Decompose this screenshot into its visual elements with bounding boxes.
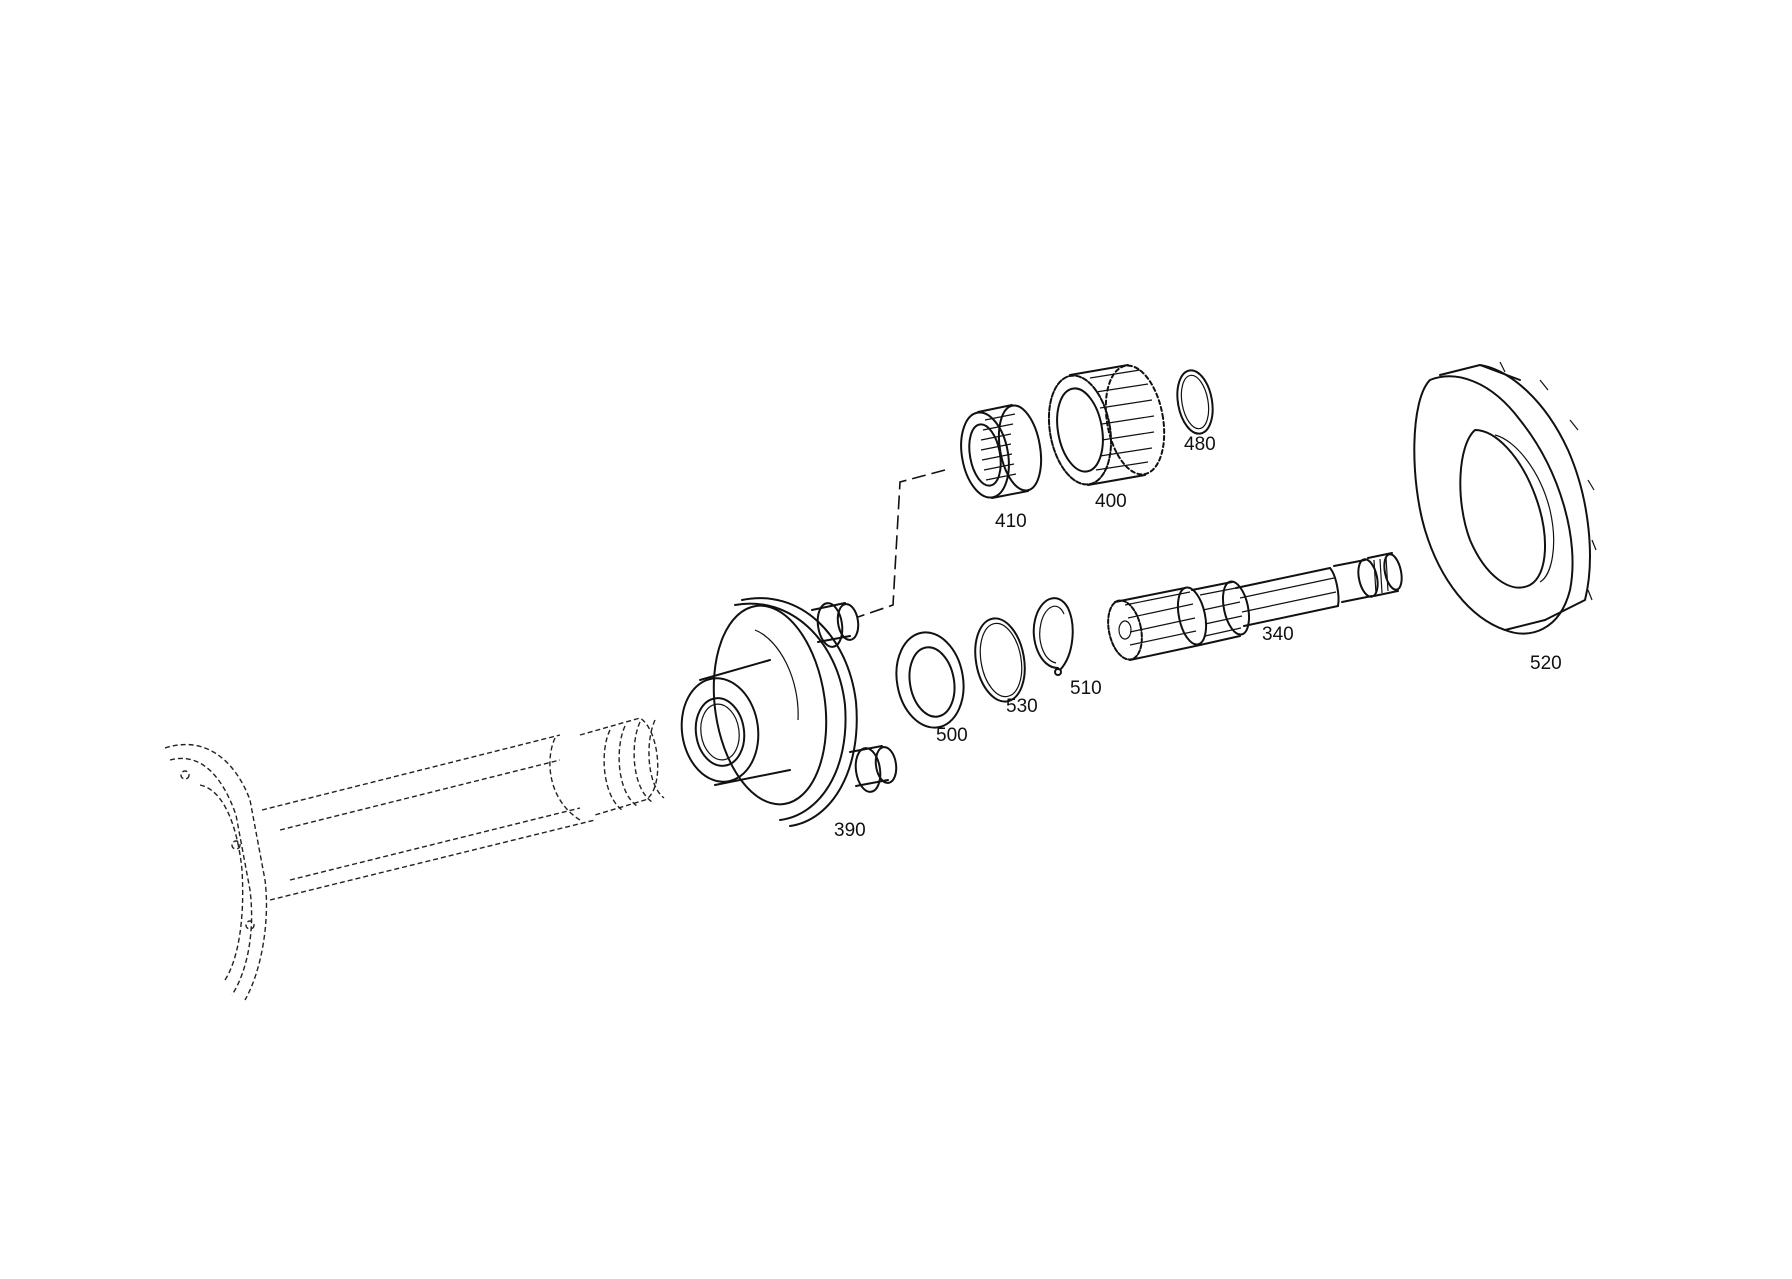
callout-400: 400 — [1095, 491, 1127, 512]
axle-shaft-ghost — [164, 717, 665, 1001]
needle-bearing-410 — [960, 404, 1043, 499]
snap-ring-480 — [1176, 369, 1214, 435]
retaining-ring-510 — [1032, 597, 1074, 676]
shim-ring-530 — [974, 617, 1026, 703]
callout-480: 480 — [1184, 434, 1216, 455]
callout-340: 340 — [1262, 624, 1294, 645]
callout-530: 530 — [1006, 696, 1038, 717]
sun-gear-shaft-340 — [1107, 552, 1403, 661]
thrust-washer-500 — [895, 631, 965, 729]
assembly-leader-line — [857, 469, 946, 618]
callout-510: 510 — [1070, 678, 1102, 699]
pressure-plate-520 — [1413, 361, 1597, 635]
planet-carrier-390 — [680, 597, 898, 827]
planet-gear-400 — [1047, 364, 1166, 486]
callout-520: 520 — [1530, 653, 1562, 674]
callout-500: 500 — [936, 725, 968, 746]
callout-410: 410 — [995, 511, 1027, 532]
callout-390: 390 — [834, 820, 866, 841]
